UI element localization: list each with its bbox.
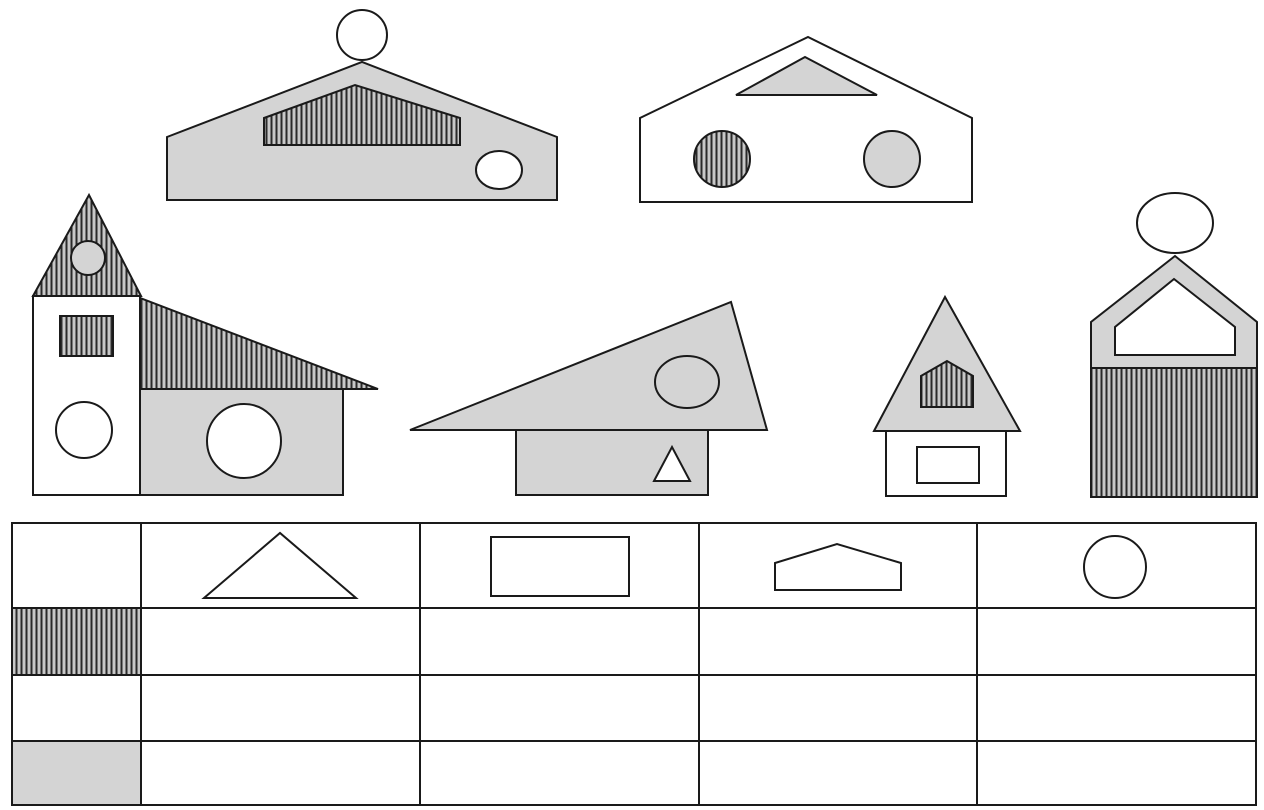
header-rectangle-icon <box>491 537 629 596</box>
gray-circle <box>864 131 920 187</box>
hatched-body <box>1091 368 1257 497</box>
answer-cell-gray-rectangle[interactable] <box>421 742 698 804</box>
header-circle-icon <box>1084 536 1146 598</box>
figure-slanted-roof-house <box>410 302 767 495</box>
tower-hatched-window <box>60 316 113 356</box>
window-rectangle <box>917 447 979 483</box>
hatched-circle <box>694 131 750 187</box>
tower-circle-window <box>56 402 112 458</box>
roof-circle <box>655 356 719 408</box>
classification-table <box>12 523 1256 805</box>
top-circle <box>1137 193 1213 253</box>
answer-cell-white-circle[interactable] <box>978 676 1255 740</box>
figure-pentagon-house <box>640 37 972 202</box>
tower-roof-circle <box>71 241 105 275</box>
header-triangle-icon <box>204 533 356 598</box>
figure-tall-house <box>1091 193 1257 497</box>
answer-cell-gray-pentagon[interactable] <box>700 742 976 804</box>
figure-tower-house <box>33 195 378 495</box>
answer-cell-hatched-circle[interactable] <box>978 609 1255 674</box>
house-roof-triangle <box>140 298 378 389</box>
header-corner-cell <box>12 523 141 608</box>
window-circle <box>476 151 522 189</box>
answer-cell-white-rectangle[interactable] <box>421 676 698 740</box>
answer-cell-white-pentagon[interactable] <box>700 676 976 740</box>
top-circle <box>337 10 387 60</box>
house-circle-window <box>207 404 281 478</box>
row-swatch-hatched[interactable] <box>12 608 141 675</box>
header-pentagon-icon <box>775 544 901 590</box>
answer-cell-hatched-rectangle[interactable] <box>421 609 698 674</box>
figure-wide-roof-house <box>167 10 557 200</box>
answer-cell-hatched-triangle[interactable] <box>142 609 419 674</box>
figure-small-house <box>874 297 1020 496</box>
row-swatch-gray[interactable] <box>12 741 141 805</box>
answer-cell-hatched-pentagon[interactable] <box>700 609 976 674</box>
answer-cell-gray-triangle[interactable] <box>142 742 419 804</box>
answer-cell-gray-circle[interactable] <box>978 742 1255 804</box>
row-swatch-white[interactable] <box>12 675 141 741</box>
answer-cell-white-triangle[interactable] <box>142 676 419 740</box>
